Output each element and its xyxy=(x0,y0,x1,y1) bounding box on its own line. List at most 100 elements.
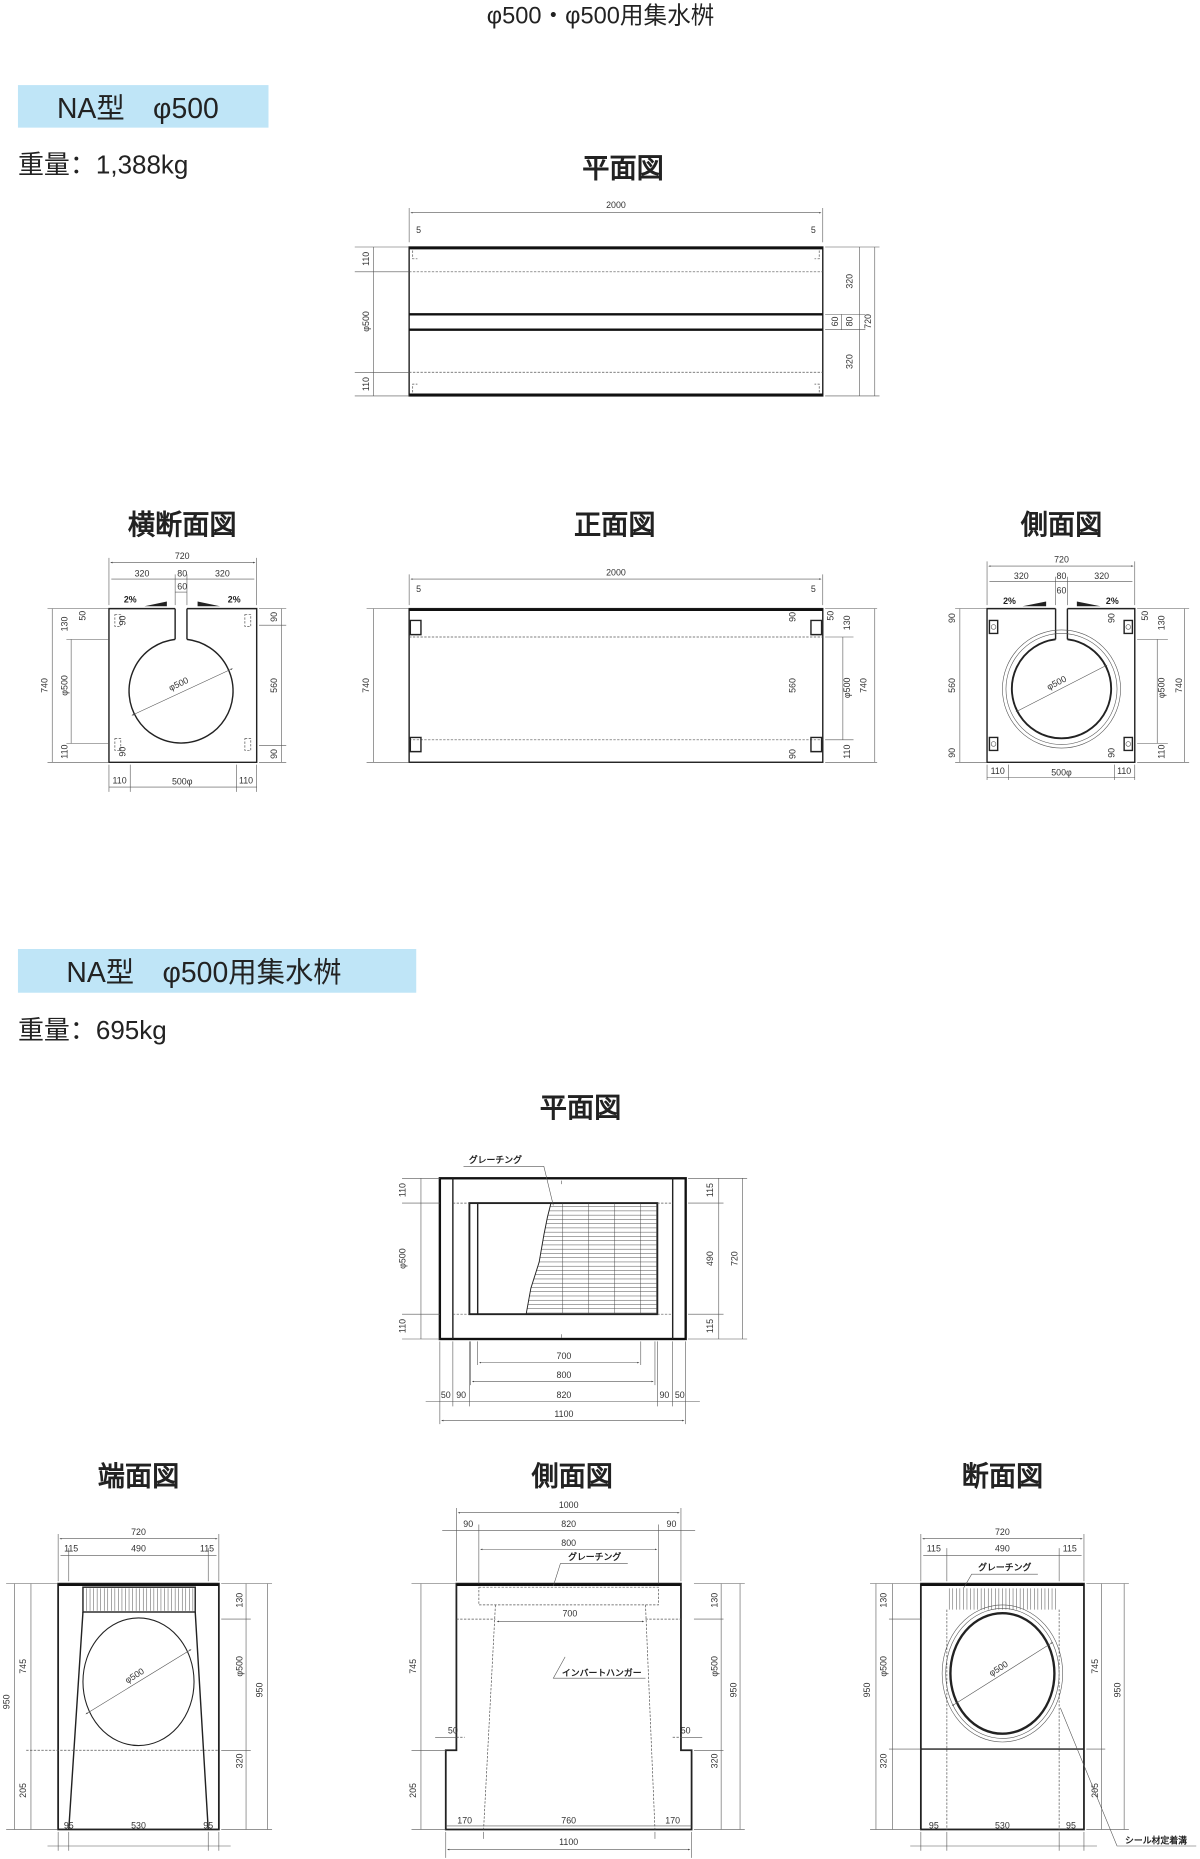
dim-label: 490 xyxy=(131,1544,146,1554)
dim-label: 80 xyxy=(844,316,854,326)
dim-label: φ500 xyxy=(1045,674,1068,692)
grating-hatch xyxy=(86,1588,194,1611)
dim-label: 170 xyxy=(457,1816,472,1826)
dim-label: 720 xyxy=(730,1251,740,1266)
front-view: 正面図 2000 5 5 740 90 560 90 50 130 φ500 1… xyxy=(361,509,878,763)
dim-label: 320 xyxy=(844,354,854,369)
dim-label: 50 xyxy=(675,1390,685,1400)
dim-label: 500φ xyxy=(1051,767,1072,777)
grating-label: グレーチング xyxy=(568,1551,621,1562)
dim-label: 90 xyxy=(269,612,279,622)
dim-label: 130 xyxy=(879,1593,889,1608)
dim-label: 490 xyxy=(705,1251,715,1266)
dim-label: 90 xyxy=(269,749,279,759)
dim-label: 110 xyxy=(60,745,70,759)
dim-label: 720 xyxy=(863,314,873,329)
dim-label: 95 xyxy=(64,1820,74,1830)
cross-section-view: 横断面図 φ500 720 320 80 320 60 2% 2% 740 φ5… xyxy=(40,509,287,792)
end-view: 端面図 φ500 720 115 490 115 950 745 205 130… xyxy=(2,1461,273,1851)
dim-label: φ500 xyxy=(123,1666,146,1685)
dim-label: 700 xyxy=(562,1609,577,1619)
dim-label: 530 xyxy=(131,1820,146,1830)
dim-label: 800 xyxy=(557,1370,572,1380)
dim-label: 90 xyxy=(947,613,957,623)
dim-label: 90 xyxy=(659,1390,669,1400)
dim-label: 1000 xyxy=(559,1500,579,1510)
dim-label: 740 xyxy=(859,678,869,693)
dim-label: 5 xyxy=(416,225,421,235)
dim-label: 490 xyxy=(995,1544,1010,1554)
dim-label: 50 xyxy=(825,611,835,621)
section-na500-catch-basin: NA型 φ500用集水桝 重量：695kg 平面図 グレーチング 110 φ50… xyxy=(2,949,1197,1858)
dim-label: 320 xyxy=(234,1753,244,1768)
dim-label: 950 xyxy=(728,1683,738,1698)
dim-label: 115 xyxy=(705,1319,715,1333)
section-view: 断面図 φ500 720 115 490 115 グレーチング 950 130 … xyxy=(862,1461,1197,1851)
plan-view: 平面図 2000 5 5 110 φ500 110 320 60 80 320 … xyxy=(354,152,880,397)
dim-label: 130 xyxy=(1156,615,1166,630)
dim-label: 950 xyxy=(1113,1683,1123,1698)
dim-label: 745 xyxy=(408,1659,418,1674)
dim-label: 110 xyxy=(398,1319,408,1333)
grating-hatch xyxy=(948,1588,1056,1610)
dim-label: 90 xyxy=(118,615,128,625)
dim-label: 745 xyxy=(1090,1659,1100,1674)
dim-label: 80 xyxy=(1057,571,1067,581)
dim-label: φ500 xyxy=(60,675,70,696)
dim-label: 110 xyxy=(1156,745,1166,759)
dim-label: 950 xyxy=(862,1683,872,1698)
dim-label: 320 xyxy=(1014,571,1029,581)
dim-label: 110 xyxy=(398,1183,408,1197)
heading-background xyxy=(17,949,417,993)
dim-label: 5 xyxy=(811,225,816,235)
dim-label: 170 xyxy=(665,1816,680,1826)
dim-label: 50 xyxy=(681,1726,691,1736)
slope-label: 2% xyxy=(1106,596,1119,606)
dim-label: 90 xyxy=(947,748,957,758)
weight-label: 重量：695kg xyxy=(18,1015,167,1045)
dim-label: 205 xyxy=(408,1783,418,1798)
dim-label: 500φ xyxy=(172,777,193,787)
dim-label: 760 xyxy=(561,1816,576,1826)
dim-label: 90 xyxy=(118,747,128,757)
dim-label: 90 xyxy=(788,749,798,759)
dim-label: 110 xyxy=(361,252,371,266)
dim-label: 700 xyxy=(557,1351,572,1361)
dim-label: 60 xyxy=(177,582,187,592)
dim-label: 320 xyxy=(215,569,230,579)
heading-background xyxy=(17,85,269,128)
dim-label: 205 xyxy=(18,1783,28,1798)
dim-label: 720 xyxy=(1054,555,1069,565)
dim-label: 950 xyxy=(255,1683,265,1698)
dim-label: φ500 xyxy=(398,1248,408,1269)
dim-label: 115 xyxy=(64,1544,78,1554)
dim-label: 205 xyxy=(1090,1783,1100,1798)
dim-label: 1100 xyxy=(554,1409,573,1419)
dim-label: φ500 xyxy=(1156,677,1166,698)
side-view: 側面図 φ500 720 320 80 320 60 2% 2% 90 560 … xyxy=(947,509,1190,780)
dim-label: 530 xyxy=(995,1820,1010,1830)
dim-label: 115 xyxy=(200,1544,214,1554)
dim-label: 60 xyxy=(830,316,840,326)
dim-label: φ500 xyxy=(234,1656,244,1677)
dim-label: 110 xyxy=(239,776,253,786)
view-title: 端面図 xyxy=(98,1461,180,1492)
view-title: 側面図 xyxy=(1020,509,1103,540)
view-title: 断面図 xyxy=(962,1461,1044,1492)
dim-label: 110 xyxy=(991,766,1005,776)
view-title: 横断面図 xyxy=(128,509,237,540)
dim-label: 110 xyxy=(1117,766,1131,776)
dim-label: 80 xyxy=(177,569,187,579)
slope-label: 2% xyxy=(228,595,241,605)
dim-label: φ500 xyxy=(842,677,852,698)
dim-label: 1100 xyxy=(559,1837,578,1847)
dim-label: 740 xyxy=(361,678,371,693)
dim-label: 745 xyxy=(18,1659,28,1674)
dim-label: 740 xyxy=(1174,678,1184,693)
document-title: φ500・φ500用集水桝 xyxy=(487,3,715,30)
dim-label: 130 xyxy=(234,1593,244,1608)
dim-label: 90 xyxy=(463,1519,473,1529)
dim-label: 950 xyxy=(2,1694,12,1709)
dim-label: φ500 xyxy=(987,1659,1010,1678)
view-title: 平面図 xyxy=(540,1092,622,1123)
